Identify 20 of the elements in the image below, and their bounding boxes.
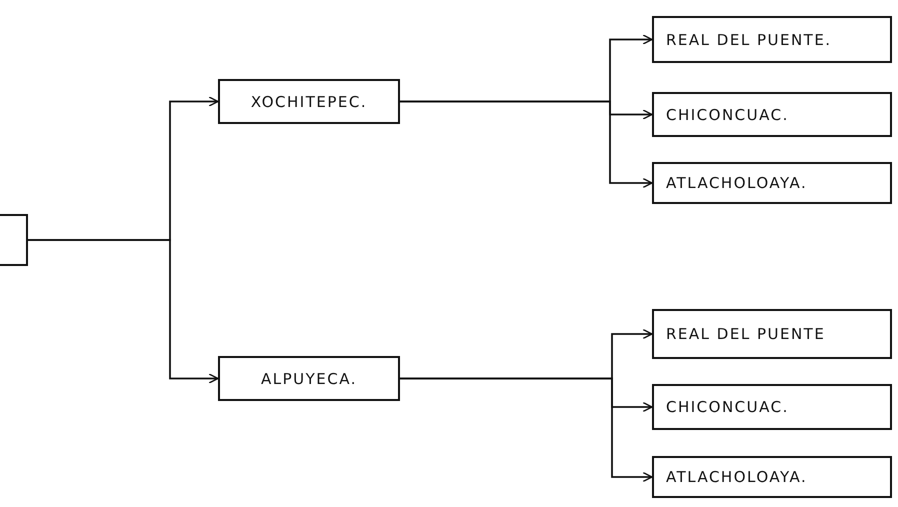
place-box	[218, 79, 400, 124]
connector-arrow	[400, 378, 653, 482]
connector-arrow	[28, 239, 219, 384]
place-box	[652, 456, 892, 498]
place-box	[652, 92, 892, 137]
place-name: REAL DEL PUENTE	[666, 325, 826, 343]
place-box	[218, 356, 400, 401]
place-name: ALPUYECA.	[260, 370, 358, 388]
connector-arrow	[400, 100, 653, 188]
place-name: XOCHITEPEC.	[250, 92, 368, 110]
place-box	[652, 162, 892, 204]
place-box	[652, 309, 892, 359]
place-name: ATLACHOLOAYA.	[666, 174, 808, 192]
place-name: CHICONCUAC.	[666, 398, 789, 416]
place-name: ATLACHOLOAYA.	[666, 468, 808, 486]
place-name: REAL DEL PUENTE.	[666, 30, 832, 48]
place-box	[652, 16, 892, 63]
place-name: CHICONCUAC.	[666, 106, 789, 124]
bracket-box	[0, 214, 28, 266]
place-box	[652, 384, 892, 430]
